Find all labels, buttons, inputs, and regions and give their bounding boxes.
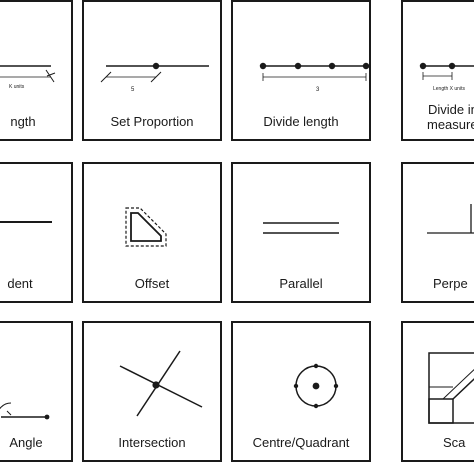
tool-tangent[interactable]: dent: [0, 162, 73, 303]
tool-set-proportion-label: Set Proportion: [110, 114, 194, 129]
tool-divide-measure-label-1: Divide in: [428, 102, 474, 117]
divide-length-value: 3: [316, 87, 320, 93]
length-icon: K units: [0, 65, 56, 90]
tool-length-label: ngth: [10, 114, 36, 129]
offset-icon: [125, 207, 167, 247]
scale-icon: [428, 352, 474, 424]
parallel-icon: [263, 222, 339, 234]
tool-intersection[interactable]: Intersection: [82, 321, 222, 462]
set-proportion-value: 5: [131, 87, 135, 93]
tool-centre-quadrant[interactable]: Centre/Quadrant: [231, 321, 371, 462]
tool-angle-label: Angle: [9, 435, 43, 450]
tool-parallel-label: Parallel: [279, 276, 323, 291]
angle-icon: [0, 402, 50, 420]
length-unit-text: K units: [9, 84, 25, 90]
centre-quadrant-icon: [293, 363, 339, 409]
tool-scale-label: Sca: [443, 435, 466, 450]
tool-offset-label: Offset: [134, 276, 170, 291]
tool-perpendicular-label: Perpe: [433, 276, 468, 291]
tool-centre-quadrant-label: Centre/Quadrant: [252, 435, 350, 450]
tangent-icon: [0, 221, 52, 223]
divide-length-icon: 3: [259, 62, 369, 93]
tool-divide-length[interactable]: 3 Divide length: [231, 0, 371, 141]
divide-measure-unit-text: Length X units: [433, 86, 465, 92]
tool-perpendicular[interactable]: Perpe: [401, 162, 474, 303]
tool-tangent-label: dent: [7, 276, 33, 291]
tool-angle[interactable]: Angle: [0, 321, 73, 462]
tool-scale[interactable]: Sca: [401, 321, 474, 462]
intersection-icon: [119, 350, 203, 417]
tool-parallel[interactable]: Parallel: [231, 162, 371, 303]
tool-divide-measure-label-2: measure: [427, 117, 474, 132]
tool-intersection-label: Intersection: [118, 435, 186, 450]
perpendicular-icon: [427, 204, 474, 234]
tool-length[interactable]: K units ngth: [0, 0, 73, 141]
tool-set-proportion[interactable]: 5 Set Proportion: [82, 0, 222, 141]
tool-divide-in-measure[interactable]: Length X units Divide in measure: [401, 0, 474, 141]
divide-measure-icon: Length X units: [419, 62, 474, 92]
set-proportion-icon: 5: [100, 62, 209, 93]
tool-offset[interactable]: Offset: [82, 162, 222, 303]
tool-divide-length-label: Divide length: [263, 114, 339, 129]
